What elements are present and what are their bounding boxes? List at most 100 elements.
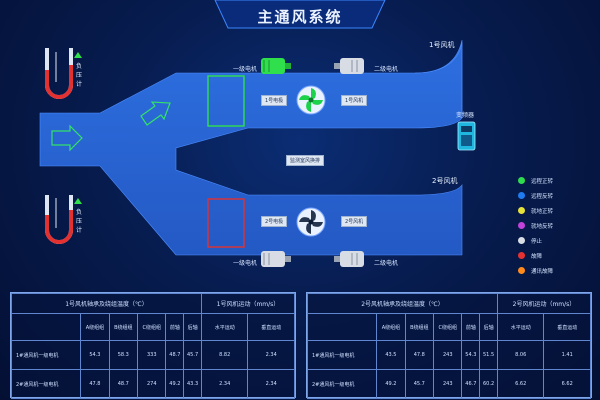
legend-item: 通讯故障 [518, 263, 553, 278]
table-cell: 8.82 [200, 340, 249, 370]
table-cell: 46.7 [461, 369, 481, 399]
fan1-label: 1号风机 [429, 41, 455, 49]
legend-label: 就地正转 [531, 208, 554, 215]
gauge-top-label: 负压计 [76, 63, 83, 88]
inverter-label: 变频器 [456, 112, 475, 119]
table-cell: 49.2 [165, 369, 185, 399]
legend-dot-icon [518, 252, 525, 259]
col-header: 垂直运动 [247, 313, 295, 341]
pressure-gauge-bottom-icon [45, 195, 82, 244]
table-cell: 2.34 [200, 369, 249, 399]
legend-item: 停止 [518, 233, 553, 248]
table-cell: 47.8 [404, 340, 434, 370]
col-header: A绕组组 [80, 313, 110, 341]
table-cell: 8.06 [496, 340, 545, 370]
status-legend: 远程正转 远程反转 就地正转 就地反转 停止 故障 通讯故障 [518, 173, 553, 278]
motor-level1-bottom-label: 一级电机 [233, 260, 258, 267]
motor-level2-top-label: 二级电机 [374, 66, 399, 73]
motor-level1-bottom-icon [261, 251, 291, 267]
table-cell: 6.62 [543, 369, 591, 399]
pressure-gauge-top-icon [45, 48, 82, 99]
table-cell: 51.5 [479, 340, 498, 370]
row-label: 2#通风机一级电机 [306, 369, 378, 399]
table-cell: 45.7 [404, 369, 434, 399]
fan2-icon [296, 207, 326, 237]
fan2-label: 2号风机 [432, 177, 458, 185]
legend-dot-icon [518, 177, 525, 184]
motor-level2-bottom-label: 二级电机 [374, 260, 399, 267]
fan1-data-panel: 1号风机轴承及绕组温度（℃） 1号风机运动（mm/s） A绕组组 B绕组组 C绕… [10, 292, 296, 399]
legend-dot-icon [518, 207, 525, 214]
legend-item: 故障 [518, 248, 553, 263]
col-header: 后轴 [183, 313, 202, 341]
inlet-arrow-icon [51, 124, 83, 152]
row-label: 1#通风机一级电机 [306, 340, 378, 370]
fan1-tag-left[interactable]: 1号电极 [261, 95, 288, 106]
table-row: 1#通风机一级电机 54.3 58.3 333 48.7 45.7 8.82 2… [10, 340, 295, 370]
table-row: 1#通风机一级电机 43.5 47.8 243 54.3 51.5 8.06 1… [306, 340, 591, 370]
legend-item: 远程反转 [518, 188, 553, 203]
table-cell: 48.7 [108, 369, 138, 399]
legend-item: 就地正转 [518, 203, 553, 218]
col-header: 垂直运动 [543, 313, 591, 341]
table-cell: 48.7 [165, 340, 185, 370]
inlet-arrow-icon-2 [140, 101, 171, 126]
table-cell: 1.41 [543, 340, 591, 370]
fan2-tag-right[interactable]: 2号风机 [341, 216, 368, 227]
motor-level1-top-icon [261, 58, 291, 74]
table-cell: 58.3 [108, 340, 138, 370]
table-cell: 2.34 [247, 369, 295, 399]
table-cell: 43.3 [183, 369, 202, 399]
fan2-temp-title: 2号风机轴承及绕组温度（℃） [307, 293, 498, 314]
table-cell: 6.62 [496, 369, 545, 399]
inverter-icon [457, 121, 476, 151]
col-header: 后轴 [479, 313, 498, 341]
table-cell: 333 [136, 340, 167, 370]
page-header: 主通风系统 [0, 0, 600, 34]
col-header: A绕组组 [376, 313, 406, 341]
row-label: 2#通风机一级电机 [10, 369, 82, 399]
fan1-icon [296, 85, 326, 115]
table-cell: 274 [136, 369, 167, 399]
fan2-tag-left[interactable]: 2号电极 [261, 216, 288, 227]
col-header: C绕组组 [432, 313, 463, 341]
header-frame [0, 0, 600, 29]
col-header: B绕组组 [108, 313, 138, 341]
table-cell: 43.5 [376, 340, 406, 370]
legend-dot-icon [518, 192, 525, 199]
table-cell: 54.3 [461, 340, 481, 370]
legend-label: 远程反转 [531, 193, 554, 200]
page-title: 主通风系统 [257, 8, 343, 26]
center-tag[interactable]: 监测室风换排 [286, 155, 325, 166]
fan1-damper [207, 75, 245, 127]
table-cell: 243 [432, 369, 463, 399]
fan2-data-panel: 2号风机轴承及绕组温度（℃） 2号风机运动（mm/s） A绕组组 B绕组组 C绕… [306, 292, 592, 399]
fan2-vib-title: 2号风机运动（mm/s） [496, 293, 592, 314]
legend-item: 就地反转 [518, 218, 553, 233]
fan1-tag-right[interactable]: 1号风机 [341, 95, 368, 106]
table-cell: 60.2 [479, 369, 498, 399]
fan1-data-table: 1号风机轴承及绕组温度（℃） 1号风机运动（mm/s） A绕组组 B绕组组 C绕… [10, 293, 296, 399]
motor-level2-top-icon [334, 58, 364, 74]
col-header: C绕组组 [136, 313, 167, 341]
col-header: 水平运动 [496, 313, 545, 341]
legend-label: 停止 [531, 238, 543, 245]
col-header: 水平运动 [200, 313, 249, 341]
legend-label: 远程正转 [531, 178, 554, 185]
table-cell: 45.7 [183, 340, 202, 370]
fan1-temp-title: 1号风机轴承及绕组温度（℃） [11, 293, 202, 314]
motor-level1-top-label: 一级电机 [233, 66, 258, 73]
col-header: B绕组组 [404, 313, 434, 341]
legend-dot-icon [518, 267, 525, 274]
legend-label: 就地反转 [531, 223, 554, 230]
col-header: 前轴 [165, 313, 185, 341]
legend-label: 故障 [531, 253, 543, 260]
fan2-damper [207, 198, 245, 248]
ventilation-diagram [39, 39, 476, 267]
fan1-vib-title: 1号风机运动（mm/s） [200, 293, 296, 314]
gauge-bottom-label: 负压计 [76, 209, 83, 234]
row-label: 1#通风机一级电机 [10, 340, 82, 370]
table-cell: 49.2 [376, 369, 406, 399]
table-cell: 2.34 [247, 340, 295, 370]
motor-level2-bottom-icon [334, 251, 364, 267]
